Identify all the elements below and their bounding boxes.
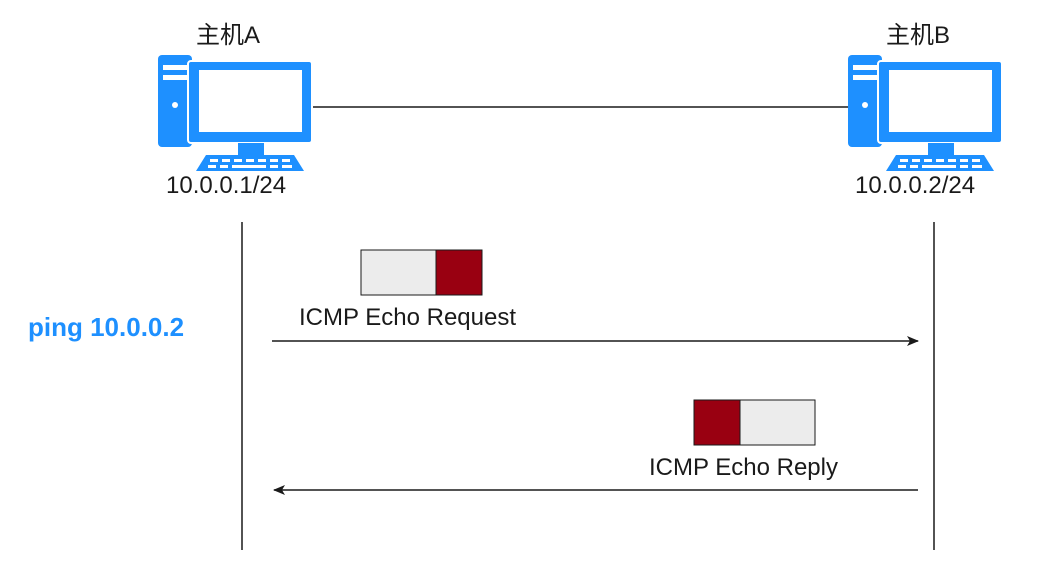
reply-packet-body — [739, 399, 816, 446]
reply-packet — [693, 399, 816, 446]
host-a-name: 主机A — [196, 22, 261, 49]
request-packet-header — [435, 249, 483, 296]
host-b-name: 主机B — [886, 22, 951, 49]
host-a-ip: 10.0.0.1/24 — [166, 172, 287, 199]
host-b-computer-icon — [847, 54, 1003, 172]
request-packet — [360, 249, 483, 296]
request-packet-body — [360, 249, 437, 296]
reply-packet-header — [693, 399, 741, 446]
reply-label: ICMP Echo Reply — [649, 454, 838, 481]
ping-command: ping 10.0.0.2 — [28, 312, 185, 342]
host-b-ip: 10.0.0.2/24 — [855, 172, 976, 199]
request-label: ICMP Echo Request — [299, 304, 516, 331]
host-a-computer-icon — [157, 54, 313, 172]
